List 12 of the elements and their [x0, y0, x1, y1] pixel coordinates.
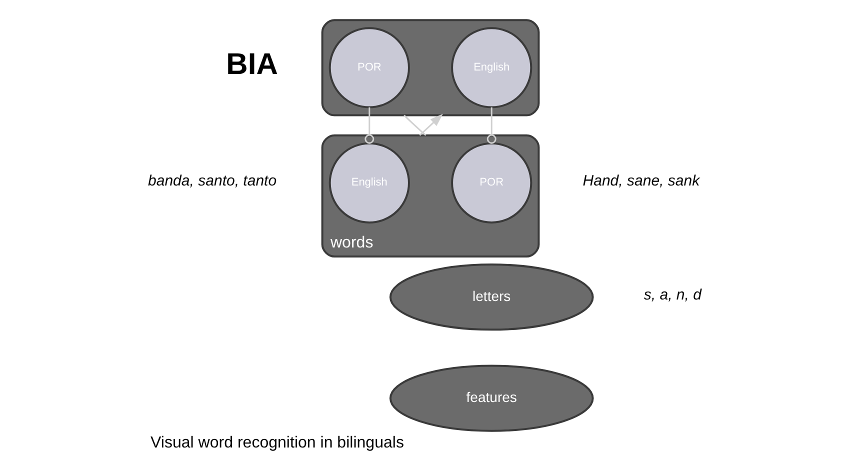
node-ellipse: letters	[388, 264, 594, 331]
arrow	[418, 114, 442, 136]
node-ellipse: features	[388, 364, 594, 432]
node-label: Hand, sane, sank	[582, 172, 700, 190]
node-label: s, a, n, d	[643, 286, 701, 304]
caption: Visual word recognition in bilinguals	[150, 434, 404, 452]
label: BIA	[226, 48, 278, 82]
connector	[403, 114, 426, 136]
node-label: banda, santo, tanto	[148, 172, 276, 190]
connector	[486, 107, 496, 144]
cluster	[320, 19, 540, 116]
connector	[364, 107, 374, 144]
